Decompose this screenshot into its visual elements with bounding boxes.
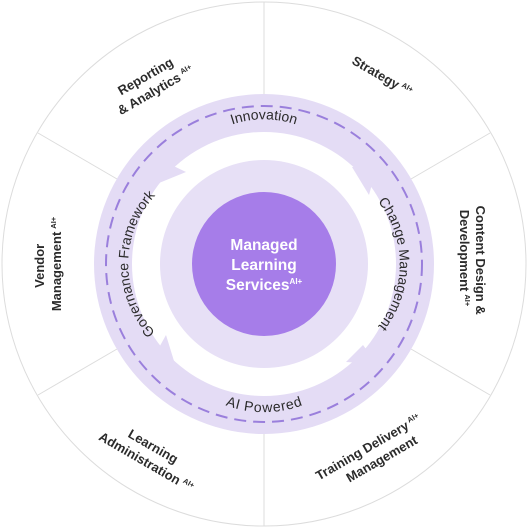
segment-label-line: Vendor bbox=[32, 244, 47, 288]
segment-badge: AI+ bbox=[463, 294, 472, 307]
center-title-line-2: Learning bbox=[231, 257, 296, 274]
ring-label-innovation: Innovation bbox=[228, 106, 299, 127]
segment-dividers bbox=[37, 2, 491, 526]
divider-lower-left bbox=[37, 348, 118, 396]
divider-upper-left bbox=[37, 132, 118, 180]
center-title-line-1: Managed bbox=[230, 237, 297, 254]
divider-lower-right bbox=[410, 348, 491, 396]
divider-upper-right bbox=[410, 132, 491, 180]
segment-label: Content Design & DevelopmentAI+ bbox=[457, 206, 488, 319]
arrow-bottom-left bbox=[151, 335, 174, 362]
center-circle bbox=[192, 192, 336, 336]
center-title-line-3: ServicesAI+ bbox=[226, 277, 303, 294]
center-title-word: Services bbox=[226, 277, 290, 294]
ring-label-ai-powered: AI Powered bbox=[224, 393, 303, 415]
segment-label-line: Management bbox=[49, 231, 64, 311]
segment-badge: AI+ bbox=[49, 216, 58, 229]
segment-label-line: Content Design & bbox=[473, 206, 488, 315]
dashed-orbit bbox=[105, 105, 423, 423]
arrow-right-bottom bbox=[346, 345, 377, 364]
ring-arrows bbox=[151, 160, 377, 364]
segment-label: Vendor Management AI+ bbox=[32, 216, 64, 311]
center-superscript: AI+ bbox=[290, 277, 303, 286]
arrow-left-top bbox=[159, 160, 186, 183]
segment-content-design: Content Design & DevelopmentAI+ bbox=[457, 206, 488, 319]
segment-label-line: Development bbox=[457, 210, 472, 292]
segment-vendor-management: Vendor Management AI+ bbox=[32, 216, 64, 311]
arrow-top-right bbox=[352, 166, 377, 195]
